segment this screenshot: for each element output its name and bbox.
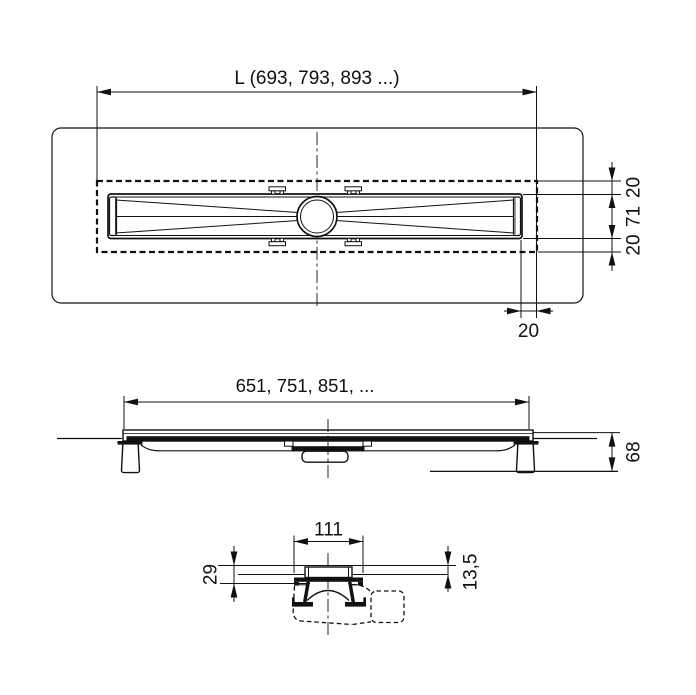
outlet-body: [301, 450, 349, 463]
mounting-clip: [344, 241, 362, 247]
support-leg-left: [303, 581, 310, 602]
drain-outlet-circle-outer: [296, 195, 338, 238]
mounting-clips: [268, 186, 362, 247]
clip-foot: [355, 237, 360, 243]
drain-outlet-circle-inner: [300, 199, 334, 234]
mounting-clip: [268, 241, 286, 247]
clip-foot: [347, 190, 352, 195]
channel-width-label: 71: [624, 206, 645, 227]
flange-end-tick: [358, 581, 363, 586]
arrowhead: [608, 252, 616, 266]
outlet-clip: [284, 440, 294, 447]
siphon-dashed-left: [292, 585, 353, 626]
siphon-dashed-connector: [352, 583, 372, 593]
arrowhead: [230, 583, 238, 598]
arrowhead: [444, 551, 452, 566]
siphon-dashed-outlet: [370, 590, 405, 624]
offset-top-label: 20: [624, 177, 645, 198]
clip-foot: [279, 190, 284, 195]
end-offset-label: 20: [518, 321, 539, 342]
end-cap-left: [108, 196, 118, 237]
dimension-length-L: L (693, 793, 893 ...): [96, 68, 537, 318]
clip-foot: [355, 190, 360, 195]
length-label: L (693, 793, 893 ...): [234, 68, 399, 89]
arrowhead: [608, 167, 616, 181]
end-cap-right: [512, 196, 522, 237]
outlet-clip: [362, 440, 372, 447]
trap-arch: [306, 589, 350, 602]
arrowhead-right: [515, 398, 529, 406]
siphon-dashed-connector: [352, 621, 372, 626]
arrowhead-left: [124, 398, 138, 406]
clip-foot: [271, 190, 276, 195]
dimension-outlet-width: 111: [293, 520, 364, 573]
support-foot-right: [515, 440, 536, 474]
clip-foot: [271, 237, 276, 243]
frame-height-label: 13,5: [461, 554, 482, 591]
arrowhead: [608, 432, 616, 447]
top-view: L (693, 793, 893 ...) 20 20 71 20: [51, 68, 645, 342]
dimension-chain-right: 20 71 20: [523, 162, 645, 271]
mounting-clip: [344, 186, 362, 192]
taper-line: [335, 220, 515, 234]
clip-foot: [279, 237, 284, 243]
dimension-end-offset: 20: [504, 240, 553, 342]
clip-foot: [347, 237, 352, 243]
arrowhead: [608, 225, 616, 239]
foot-tick: [363, 597, 366, 602]
foot-clamp-right: [513, 441, 539, 445]
support-foot-left: [120, 440, 141, 474]
flange-end-tick: [294, 581, 299, 586]
offset-bottom-label: 20: [624, 234, 645, 255]
taper-line: [335, 199, 515, 213]
dimension-height-29: 29: [201, 546, 238, 602]
height-label: 68: [624, 441, 645, 462]
taper-line: [115, 199, 299, 213]
arrowhead: [507, 307, 521, 315]
mounting-clip: [268, 186, 286, 192]
channel-length-label: 651, 751, 851, ...: [236, 375, 375, 396]
arrowhead-right: [522, 88, 537, 96]
foot-base-right: [345, 602, 366, 607]
arrowhead-right: [349, 538, 363, 545]
arrowhead: [608, 457, 616, 472]
arrowhead-left: [294, 538, 308, 545]
dimension-height-13-5: 13,5: [444, 546, 482, 592]
foot-tick: [292, 597, 295, 602]
side-view: 651, 751, 851, ... 68: [57, 375, 645, 478]
siphon-hidden-outline: [292, 583, 405, 626]
support-leg-right: [348, 581, 355, 602]
gutter-profile: [304, 566, 353, 579]
outlet-width-label: 111: [314, 520, 343, 541]
section-view: 111 2: [201, 520, 482, 638]
arrowhead: [444, 574, 452, 589]
arrowhead: [608, 194, 616, 208]
foot-clamp-left: [117, 441, 143, 445]
taper-line: [115, 220, 299, 234]
dimension-height-68: 68: [430, 432, 645, 472]
foot-base-left: [292, 602, 313, 607]
arrowhead: [536, 307, 551, 315]
section-height-label: 29: [201, 564, 222, 585]
profile-flange: [294, 577, 363, 582]
arrowhead: [230, 551, 238, 566]
dimension-channel-length: 651, 751, 851, ...: [123, 375, 530, 429]
arrowhead-left: [97, 88, 111, 96]
